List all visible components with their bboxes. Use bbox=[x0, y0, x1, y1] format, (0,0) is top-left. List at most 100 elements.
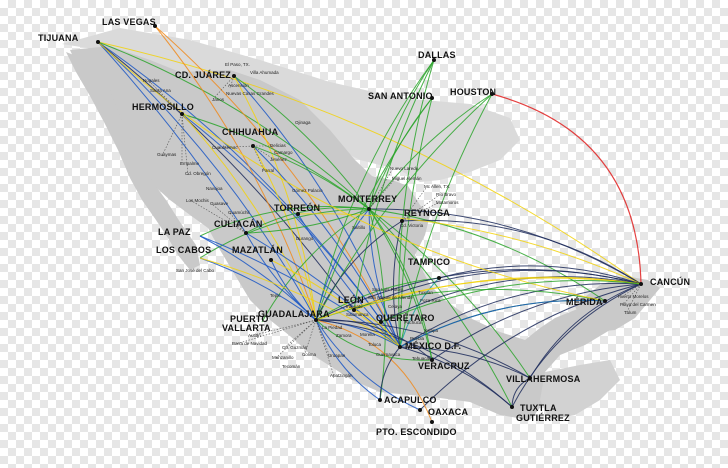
route-line-cul-mty bbox=[245, 208, 370, 234]
city-label-houston: HOUSTON bbox=[450, 87, 497, 97]
route-line-cun-leo bbox=[353, 269, 642, 311]
city-dot-merida bbox=[603, 299, 607, 303]
feeder-line-cun-26 bbox=[619, 283, 642, 299]
city-label-tulum: Tulum bbox=[624, 310, 637, 315]
city-label-cuernavaca: Cuernavaca bbox=[376, 352, 401, 357]
city-label-hermosillo: HERMOSILLO bbox=[132, 102, 194, 112]
city-label-nuevas-casas-grandes: Nuevas Casas Grandes bbox=[226, 91, 274, 96]
city-dot-dallas bbox=[432, 58, 436, 62]
route-line-trc-mex bbox=[297, 213, 401, 348]
city-label-camargo: Camargo bbox=[274, 150, 293, 155]
route-line-mex-aca bbox=[379, 346, 401, 401]
city-label-guasave: Guasave bbox=[210, 201, 229, 206]
city-dot-guadalajara bbox=[314, 318, 318, 322]
baja-california bbox=[66, 52, 200, 270]
city-dot-culiacan bbox=[244, 231, 248, 235]
city-dot-leon bbox=[352, 308, 356, 312]
city-label-guaymas: Guaymas bbox=[157, 152, 177, 157]
city-dot-villahermosa bbox=[528, 376, 532, 380]
route-line-tij-cul bbox=[97, 41, 247, 234]
route-line-tij-mty bbox=[97, 41, 370, 210]
city-label-puerto: PUERTO bbox=[230, 314, 269, 324]
city-dot-san-antonio bbox=[430, 96, 434, 100]
city-label-colima: Colima bbox=[302, 352, 317, 357]
feeder-line-hmo-1 bbox=[157, 91, 183, 115]
route-line-lap-mex bbox=[199, 235, 401, 348]
route-line-mex-mid bbox=[399, 299, 606, 348]
city-label-apatzingan: Apatzingán bbox=[330, 373, 353, 378]
city-dot-tijuana bbox=[96, 40, 100, 44]
feeder-line-rey-17 bbox=[401, 195, 439, 222]
city-label-tehuacan: Tehuacán bbox=[412, 356, 432, 361]
route-line-mty-ver bbox=[368, 208, 433, 361]
city-dot-tampico bbox=[437, 276, 441, 280]
city-dot-cd-juarez bbox=[232, 74, 236, 78]
route-line-dal-mty bbox=[368, 59, 435, 210]
feeder-line-chi-9 bbox=[252, 145, 276, 161]
feeder-line-gdl-23 bbox=[303, 319, 317, 357]
feeder-line-rey-16 bbox=[401, 187, 427, 222]
city-label-durango: Durango bbox=[296, 236, 314, 241]
city-label-pachuca: Pachuca bbox=[404, 320, 422, 325]
feeder-line-rey-18 bbox=[401, 202, 439, 222]
route-line-ver-mty bbox=[368, 208, 433, 361]
route-line-trc-cun bbox=[297, 213, 642, 285]
city-dot-oaxaca bbox=[418, 408, 422, 412]
city-label-dallas: DALLAS bbox=[418, 50, 456, 60]
city-label-merida: MÉRIDA bbox=[566, 297, 603, 307]
route-line-cun-mex bbox=[399, 282, 642, 348]
city-label-oaxaca: OAXACA bbox=[428, 407, 469, 417]
feeder-line-chi-7 bbox=[213, 145, 254, 149]
route-line-rey-gdl bbox=[315, 220, 403, 321]
route-line-maz-mex bbox=[270, 259, 401, 348]
city-label-zamora: Zamora bbox=[336, 333, 352, 338]
city-label-monterrey: MONTERREY bbox=[338, 194, 398, 204]
city-dot-houston bbox=[490, 92, 494, 96]
route-line-hou-cun bbox=[491, 93, 642, 285]
route-line-mty-aca bbox=[368, 208, 386, 401]
city-label-playa-del-carmen: Playa del Carmen bbox=[620, 302, 656, 307]
city-dot-mazatlan bbox=[269, 258, 273, 262]
city-label-celaya: Celaya bbox=[388, 304, 403, 309]
route-line-gdl-aca bbox=[315, 319, 381, 401]
route-line-tam-gdl bbox=[315, 277, 440, 321]
city-dot-acapulco bbox=[378, 398, 382, 402]
city-label-empalme: Empalme bbox=[180, 161, 200, 166]
route-line-vsa-tgz bbox=[511, 377, 531, 408]
city-label-villahermosa: VILLAHERMOSA bbox=[506, 374, 581, 384]
city-label-mazatlan: MAZATLÁN bbox=[232, 245, 283, 255]
city-label-ojinaga: Ojinaga bbox=[295, 120, 311, 125]
feeder-line-gdl-25 bbox=[315, 319, 335, 377]
city-label-tampico: TAMPICO bbox=[408, 257, 451, 267]
route-line-hou-mty bbox=[368, 93, 493, 210]
city-label-barra-de-navidad: Barra de Navidad bbox=[232, 341, 268, 346]
city-label-cancun: CANCÚN bbox=[650, 277, 691, 287]
city-label-rio-bravo: Río Bravo bbox=[436, 192, 457, 197]
city-label-guadalajara: GUADALAJARA bbox=[258, 309, 330, 319]
route-line-cab-gdl bbox=[199, 257, 317, 321]
route-line-mty-lap bbox=[199, 205, 370, 237]
route-line-dal-gdl bbox=[315, 59, 435, 321]
city-dot-monterrey bbox=[367, 207, 371, 211]
route-line-cun-oax bbox=[419, 283, 642, 411]
route-line-mty-cab bbox=[199, 208, 370, 259]
route-line-mty-tgz bbox=[368, 208, 513, 408]
city-label-tecoman: Tecomán bbox=[282, 364, 301, 369]
city-label-matamoros: Matamoros bbox=[436, 200, 459, 205]
route-line-mex-vsa bbox=[399, 346, 531, 379]
city-label-los-mochis: Los Mochis bbox=[186, 198, 209, 203]
route-line-mty-cun bbox=[368, 208, 642, 285]
city-label-nogales: Nogales bbox=[143, 78, 160, 83]
route-line-maz-gdl bbox=[270, 259, 317, 321]
city-label-reynosa: REYNOSA bbox=[404, 208, 450, 218]
city-label-cuauhtemoc: Cuauhtémoc bbox=[212, 145, 238, 150]
city-label-los-cabos: LOS CABOS bbox=[156, 245, 212, 255]
route-line-mid-tij bbox=[97, 41, 606, 302]
city-label-tuxpan: Tuxpan bbox=[418, 290, 433, 295]
city-label-irapuato: Irapuato bbox=[346, 304, 363, 309]
feeder-line-cun-28 bbox=[625, 283, 642, 315]
city-label-la-paz: LA PAZ bbox=[158, 227, 191, 237]
city-dot-mexico-df bbox=[398, 345, 402, 349]
route-line-ver-gdl bbox=[315, 319, 433, 361]
city-label-chihuahua: CHIHUAHUA bbox=[222, 127, 279, 137]
